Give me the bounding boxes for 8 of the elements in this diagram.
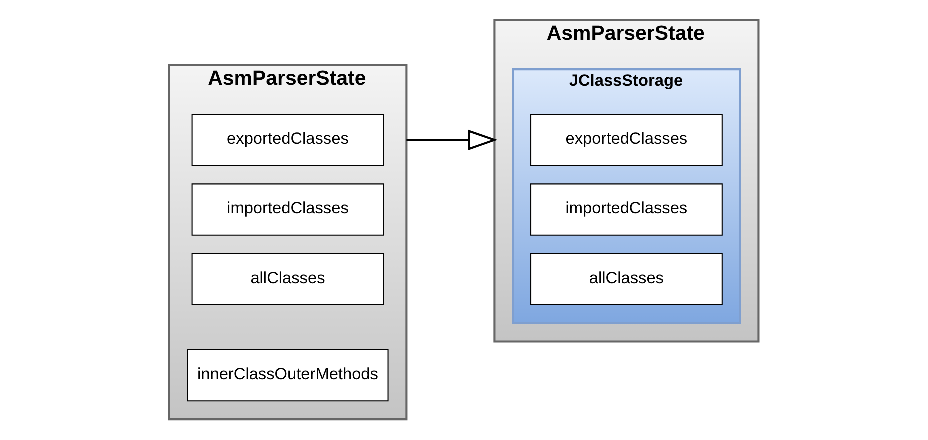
arrow [406, 130, 498, 151]
node-box: innerClassOuterMethods [187, 349, 389, 402]
node-box: exportedClasses [192, 114, 384, 166]
node-box: importedClasses [530, 184, 723, 236]
node-box: exportedClasses [530, 114, 723, 166]
node-box: allClasses [530, 253, 723, 306]
node-box: importedClasses [192, 184, 384, 236]
node-box: allClasses [192, 253, 384, 306]
